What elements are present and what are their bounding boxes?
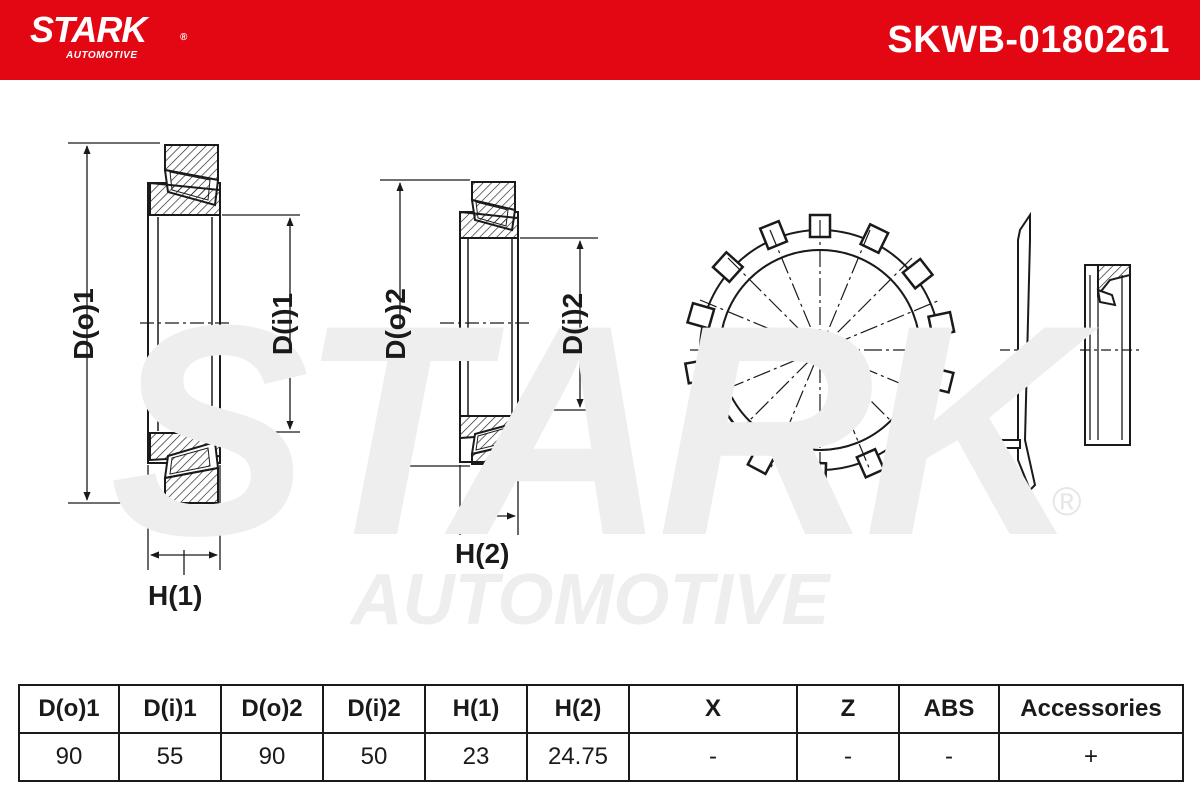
header-abs: ABS [898, 684, 1000, 734]
header-z: Z [796, 684, 900, 734]
specs-value-row: 90 55 90 50 23 24.75 - - - + [18, 732, 1184, 782]
value-abs: - [898, 732, 1000, 782]
value-x: - [628, 732, 798, 782]
technical-drawing: STARK AUTOMOTIVE ® [0, 80, 1200, 680]
header-accessories: Accessories [998, 684, 1184, 734]
bearing-1 [147, 144, 221, 504]
seal-side [1080, 264, 1140, 446]
watermark-registered-mark: ® [1052, 480, 1082, 524]
header-x: X [628, 684, 798, 734]
bearing-2 [459, 181, 519, 465]
label-h-2: H(2) [455, 538, 510, 569]
header-d-o-2: D(o)2 [220, 684, 324, 734]
value-d-i-2: 50 [322, 732, 426, 782]
label-d-i-2: D(i)2 [557, 292, 589, 356]
label-d-i-1: D(i)1 [267, 292, 299, 356]
lock-washer [683, 213, 956, 487]
dimension-lines [68, 142, 598, 575]
brand-name: STARK [30, 9, 147, 50]
value-d-o-1: 90 [18, 732, 120, 782]
value-h-2: 24.75 [526, 732, 630, 782]
value-d-i-1: 55 [118, 732, 222, 782]
header-d-i-1: D(i)1 [118, 684, 222, 734]
header-bar: STARK ® AUTOMOTIVE SKWB-0180261 [0, 0, 1200, 80]
header-d-o-1: D(o)1 [18, 684, 120, 734]
value-z: - [796, 732, 900, 782]
value-d-o-2: 90 [220, 732, 324, 782]
lock-nut-side [997, 211, 1040, 492]
watermark-subtitle: AUTOMOTIVE [350, 560, 830, 640]
header-h-2: H(2) [526, 684, 630, 734]
brand-registered-mark: ® [180, 32, 188, 43]
specifications-table: D(o)1 D(i)1 D(o)2 D(i)2 H(1) H(2) X Z AB… [18, 684, 1184, 782]
label-h-1: H(1) [148, 580, 203, 611]
header-h-1: H(1) [424, 684, 528, 734]
header-d-i-2: D(i)2 [322, 684, 426, 734]
brand-subtitle: AUTOMOTIVE [66, 50, 138, 61]
specs-header-row: D(o)1 D(i)1 D(o)2 D(i)2 H(1) H(2) X Z AB… [18, 684, 1184, 734]
label-d-o-1: D(o)1 [67, 288, 99, 360]
value-accessories: + [998, 732, 1184, 782]
label-d-o-2: D(o)2 [379, 288, 411, 360]
brand-logo: STARK ® AUTOMOTIVE [30, 9, 187, 62]
drawing-svg [68, 142, 1140, 575]
value-h-1: 23 [424, 732, 528, 782]
part-number: SKWB-0180261 [887, 19, 1170, 61]
